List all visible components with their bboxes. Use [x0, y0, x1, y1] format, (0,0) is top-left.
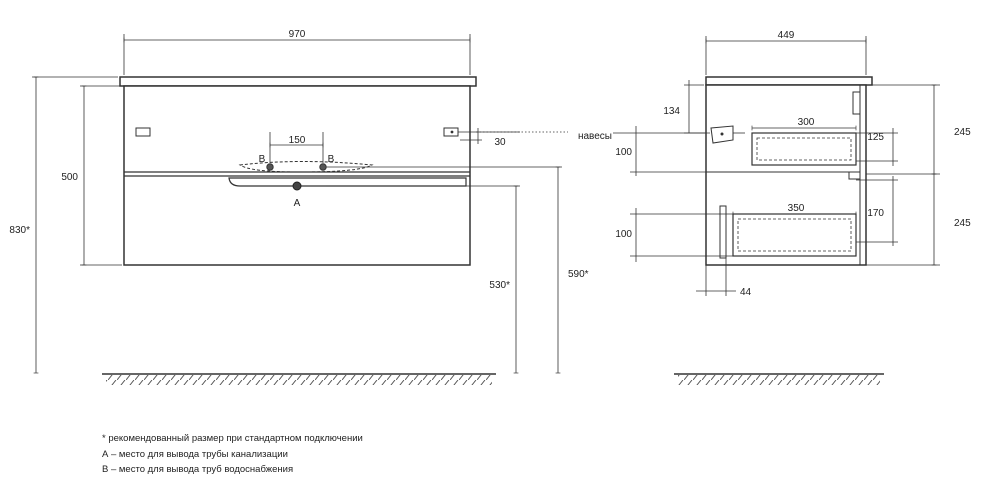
pipe-b-left-label: B	[259, 154, 266, 165]
side-view	[613, 36, 940, 385]
dim-upper-drawer-depth-label: 300	[798, 117, 815, 128]
front-view	[32, 34, 568, 385]
dim-pipes-height-label: 590*	[568, 269, 589, 280]
side-lower-handle	[848, 171, 861, 180]
water-pipe-right	[319, 163, 327, 171]
front-handle	[228, 177, 467, 187]
dim-upper-gap-label: 100	[615, 147, 632, 158]
front-floor-hatch	[106, 375, 492, 385]
side-cabinet-body	[705, 84, 867, 266]
dim-top-offset-label: 134	[663, 106, 680, 117]
dim-total-height-label: 830*	[9, 225, 30, 236]
front-siphon-outline	[238, 161, 374, 173]
upper-drawer-box	[751, 132, 857, 166]
dim-drawer-height-label: 530*	[489, 280, 510, 291]
drain-label: A	[294, 198, 301, 209]
pipe-b-right-label: B	[328, 154, 335, 165]
hinge-left	[135, 127, 151, 137]
dim-lower-level-label: 245	[954, 218, 971, 229]
dim-lower-gap-label: 100	[615, 229, 632, 240]
note-recommended: * рекомендованный размер при стандартном…	[102, 433, 363, 444]
side-upper-handle	[852, 91, 861, 115]
dim-upper-drawer-height-label: 125	[867, 132, 884, 143]
dim-upper-level-label: 245	[954, 127, 971, 138]
water-pipe-left	[266, 163, 274, 171]
front-top-panel	[119, 76, 477, 87]
note-drain: А – место для вывода трубы канализации	[102, 448, 288, 460]
dim-width-label: 970	[289, 29, 306, 40]
side-floor-hatch	[678, 375, 880, 385]
note-water: В – место для вывода труб водоснабжения	[102, 464, 294, 475]
dim-body-height-label: 500	[61, 172, 78, 183]
notes: * рекомендованный размер при стандартном…	[102, 431, 363, 478]
dim-depth-label: 449	[778, 30, 795, 41]
hinges-label: навесы	[578, 131, 612, 142]
dim-pipe-spacing-label: 150	[289, 135, 306, 146]
side-top-panel	[705, 76, 873, 86]
drain-pipe	[292, 181, 302, 191]
dim-lower-drawer-height-label: 170	[867, 208, 884, 219]
dim-hinge-offset-label: 30	[494, 137, 506, 148]
dim-front-thickness-label: 44	[740, 287, 752, 298]
dim-lower-drawer-depth-label: 350	[788, 203, 805, 214]
